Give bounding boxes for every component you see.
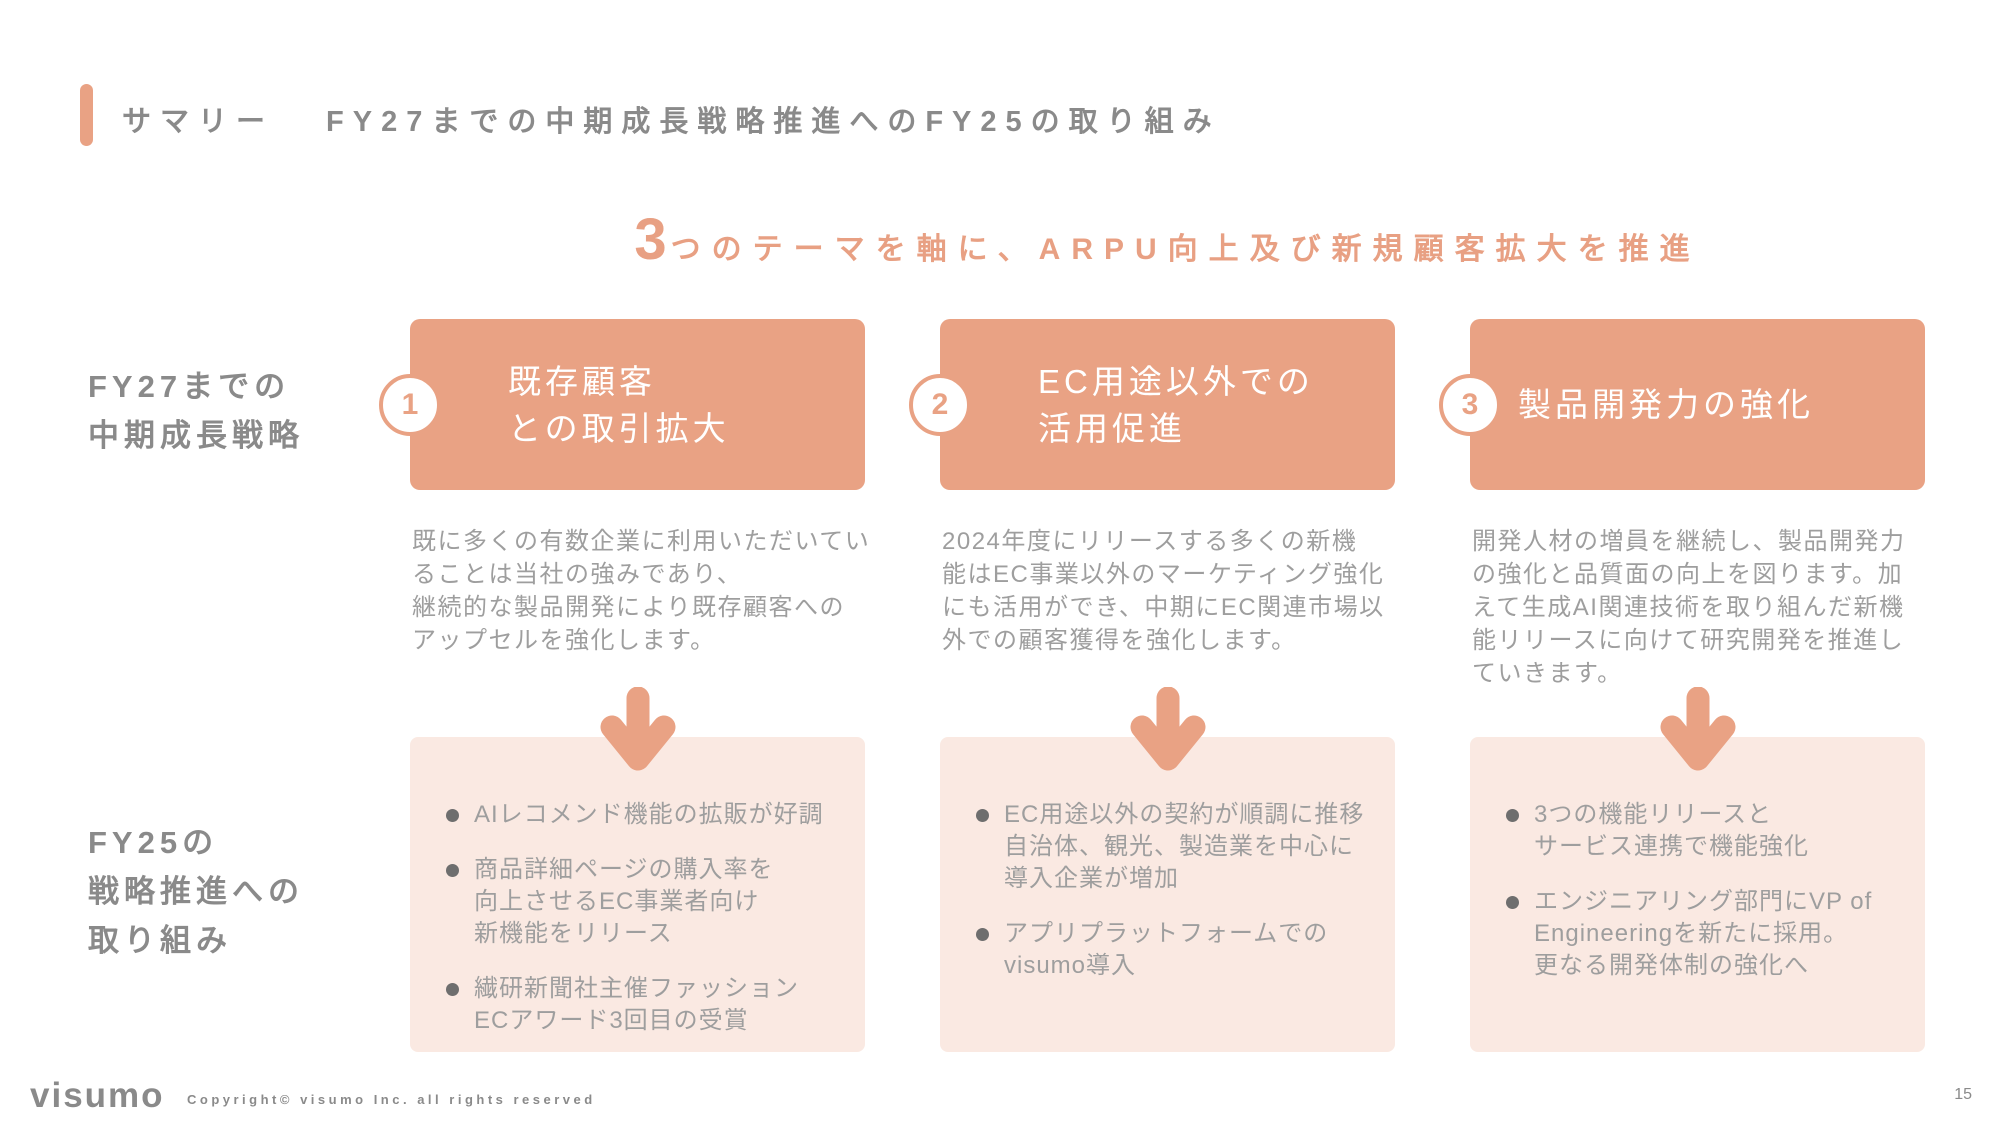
bullet-text: 繊研新聞社主催ファッション ECアワード3回目の受賞 [474,975,799,1034]
row-label-fy25-initiatives: FY25の 戦略推進への 取り組み [88,825,304,958]
bullet-text: アプリプラットフォームでの visumo導入 [1004,920,1329,979]
down-arrow-icon [1130,687,1205,771]
bullet-text: 3つの機能リリースと サービス連携で機能強化 [1534,801,1809,860]
theme-1-title: 既存顧客 との取引拡大 [508,362,730,447]
bullet-dot-icon [446,864,459,877]
theme-2-title: EC用途以外での 活用促進 [1038,362,1314,447]
subtitle-big-number: 3 [634,207,671,272]
theme-2-initiatives-card: EC用途以外の契約が順調に推移 自治体、観光、製造業を中心に 導入企業が増加 ア… [940,737,1395,1052]
bullet-item: 3つの機能リリースと サービス連携で機能強化 [1506,799,1905,863]
bullet-item: AIレコメンド機能の拡販が好調 [446,799,845,831]
bullet-item: 繊研新聞社主催ファッション ECアワード3回目の受賞 [446,973,845,1037]
slide-header: サマリー FY27までの中期成長戦略推進へのFY25の取り組み [122,98,1221,140]
down-arrow-icon [1660,687,1735,771]
bullet-text: エンジニアリング部門にVP of Engineeringを新たに採用。 更なる開… [1534,888,1873,979]
bullet-dot-icon [446,809,459,822]
visumo-logo: visumo [30,1076,165,1115]
title-accent-bar [80,84,93,146]
theme-3-description: 開発人材の増員を継続し、製品開発力 の強化と品質面の向上を図ります。加 えて生成… [1472,528,1906,687]
bullet-dot-icon [446,983,459,996]
theme-3-header-box: 3 製品開発力の強化 [1439,319,1925,490]
theme-1-header-box: 1 既存顧客 との取引拡大 [379,319,865,490]
bullet-text: 商品詳細ページの購入率を 向上させるEC事業者向け 新機能をリリース [474,856,774,947]
bullet-dot-icon [976,928,989,941]
subtitle: 3 つのテーマを軸に、ARPU向上及び新規顧客拡大を推進 [410,206,1925,273]
row-label-midterm-strategy: FY27までの 中期成長戦略 [88,369,304,453]
page-title: FY27までの中期成長戦略推進へのFY25の取り組み [326,106,1221,138]
page-number: 15 [1954,1086,1972,1103]
copyright-text: Copyright© visumo Inc. all rights reserv… [187,1092,596,1107]
section-label: サマリー [122,106,275,138]
theme-column-3: 3 製品開発力の強化 開発人材の増員を継続し、製品開発力 の強化と品質面の向上を… [1439,319,1925,1052]
theme-3-initiatives-card: 3つの機能リリースと サービス連携で機能強化 エンジニアリング部門にVP of … [1470,737,1925,1052]
theme-1-description: 既に多くの有数企業に利用いただいてい ることは当社の強みであり、 継続的な製品開… [412,528,871,654]
down-arrow-icon [600,687,675,771]
theme-2-header-box: 2 EC用途以外での 活用促進 [909,319,1395,490]
bullet-item: EC用途以外の契約が順調に推移 自治体、観光、製造業を中心に 導入企業が増加 [976,799,1375,895]
theme-3-title: 製品開発力の強化 [1518,386,1814,423]
bullet-item: アプリプラットフォームでの visumo導入 [976,918,1375,982]
theme-column-1: 1 既存顧客 との取引拡大 既に多くの有数企業に利用いただいてい ることは当社の… [379,319,869,1052]
subtitle-text: つのテーマを軸に、ARPU向上及び新規顧客拡大を推進 [670,233,1701,266]
theme-1-number-badge: 1 [379,373,441,436]
theme-column-2: 2 EC用途以外での 活用促進 2024年度にリリースする多くの新機 能はEC事… [909,319,1395,1052]
bullet-text: AIレコメンド機能の拡販が好調 [474,801,824,828]
bullet-dot-icon [1506,809,1519,822]
theme-1-initiatives-card: AIレコメンド機能の拡販が好調 商品詳細ページの購入率を 向上させるEC事業者向… [410,737,865,1052]
bullet-item: 商品詳細ページの購入率を 向上させるEC事業者向け 新機能をリリース [446,854,845,950]
bullet-text: EC用途以外の契約が順調に推移 自治体、観光、製造業を中心に 導入企業が増加 [1004,801,1365,892]
bullet-dot-icon [1506,896,1519,909]
bullet-item: エンジニアリング部門にVP of Engineeringを新たに採用。 更なる開… [1506,886,1905,982]
bullet-dot-icon [976,809,989,822]
theme-2-number-badge: 2 [909,373,971,436]
theme-2-description: 2024年度にリリースする多くの新機 能はEC事業以外のマーケティング強化 にも… [942,528,1385,654]
theme-3-number-badge: 3 [1439,373,1501,436]
